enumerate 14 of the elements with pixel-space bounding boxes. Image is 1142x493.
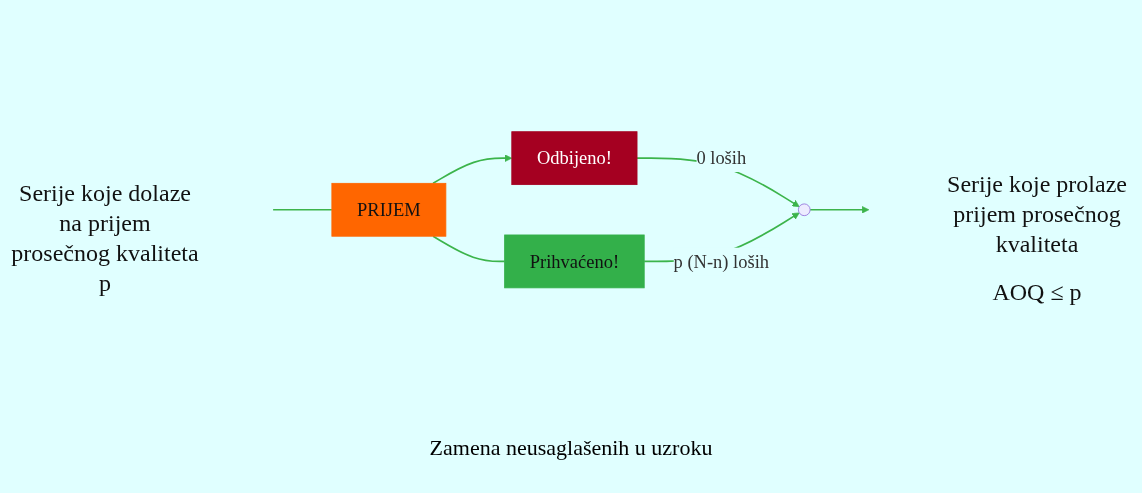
note-text: Serije koje dolaze na prijem prosečnog kvaliteta p bbox=[10, 178, 200, 298]
edge-label: 0 loših bbox=[696, 147, 747, 169]
connector bbox=[272, 208, 333, 211]
node-box: Prihvaćeno! bbox=[504, 234, 645, 288]
note-text: Zamena neusaglašenih u uzroku bbox=[429, 435, 713, 461]
connector bbox=[432, 235, 506, 262]
edge-label: p (N-n) loših bbox=[673, 250, 769, 272]
note-text: Serije koje prolaze prijem prosečnog kvaliteta bbox=[946, 169, 1128, 259]
node-box: PRIJEM bbox=[331, 182, 447, 237]
node-box: Odbijeno! bbox=[511, 131, 638, 185]
arrow bbox=[809, 205, 870, 214]
note-text: AOQ ≤ p bbox=[991, 277, 1083, 307]
node-point bbox=[797, 203, 811, 216]
arrow bbox=[432, 154, 513, 184]
